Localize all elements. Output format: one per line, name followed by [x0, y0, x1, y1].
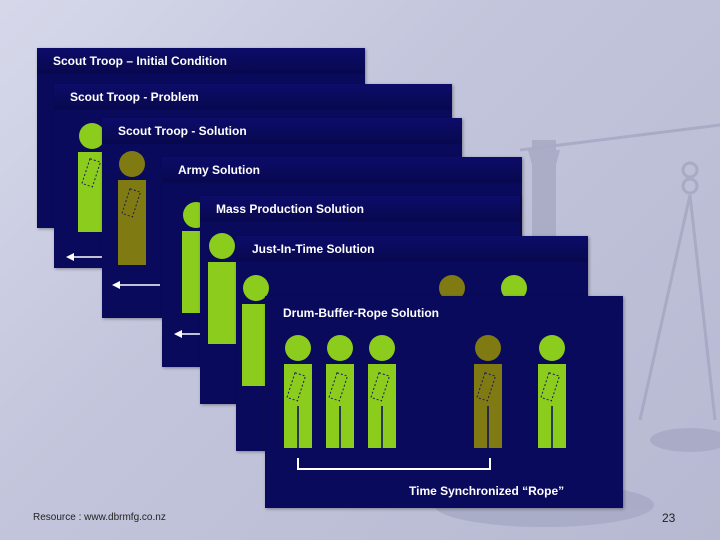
worker-figure — [284, 335, 312, 448]
slide-title-band — [162, 157, 522, 183]
worker-figure — [538, 335, 566, 448]
scout-figure-slow — [118, 151, 146, 265]
worker-figure — [368, 335, 396, 448]
rope-label: Time Synchronized “Rope” — [409, 484, 565, 498]
slide-title: Scout Troop - Solution — [118, 124, 247, 138]
slide-title: Mass Production Solution — [216, 202, 365, 216]
slide-title-band — [54, 84, 452, 110]
worker-figure — [208, 233, 236, 344]
slide-title-band — [236, 236, 588, 262]
worker-figure — [501, 275, 527, 301]
slide-title: Scout Troop - Problem — [70, 90, 199, 104]
left-arrow-icon — [112, 281, 160, 289]
page-number: 23 — [662, 511, 676, 525]
slide-title-band — [265, 296, 623, 322]
slide-title: Army Solution — [178, 163, 261, 177]
resource-footer: Resource : www.dbrmfg.co.nz — [33, 512, 166, 523]
slide-title: Drum-Buffer-Rope Solution — [283, 306, 439, 320]
rope-bracket — [297, 458, 491, 470]
slide-title-band — [102, 118, 462, 144]
slide-title-band — [200, 196, 520, 222]
slide-drum-buffer-rope: Drum-Buffer-Rope Solution Time Synchroni… — [265, 296, 623, 508]
worker-figure-slow — [439, 275, 465, 301]
scout-figure — [78, 123, 106, 232]
slide-title: Scout Troop – Initial Condition — [53, 54, 227, 68]
drum-worker-figure — [474, 335, 502, 448]
worker-figure — [326, 335, 354, 448]
slide-title-band — [37, 48, 365, 74]
slide-title: Just-In-Time Solution — [252, 242, 375, 256]
